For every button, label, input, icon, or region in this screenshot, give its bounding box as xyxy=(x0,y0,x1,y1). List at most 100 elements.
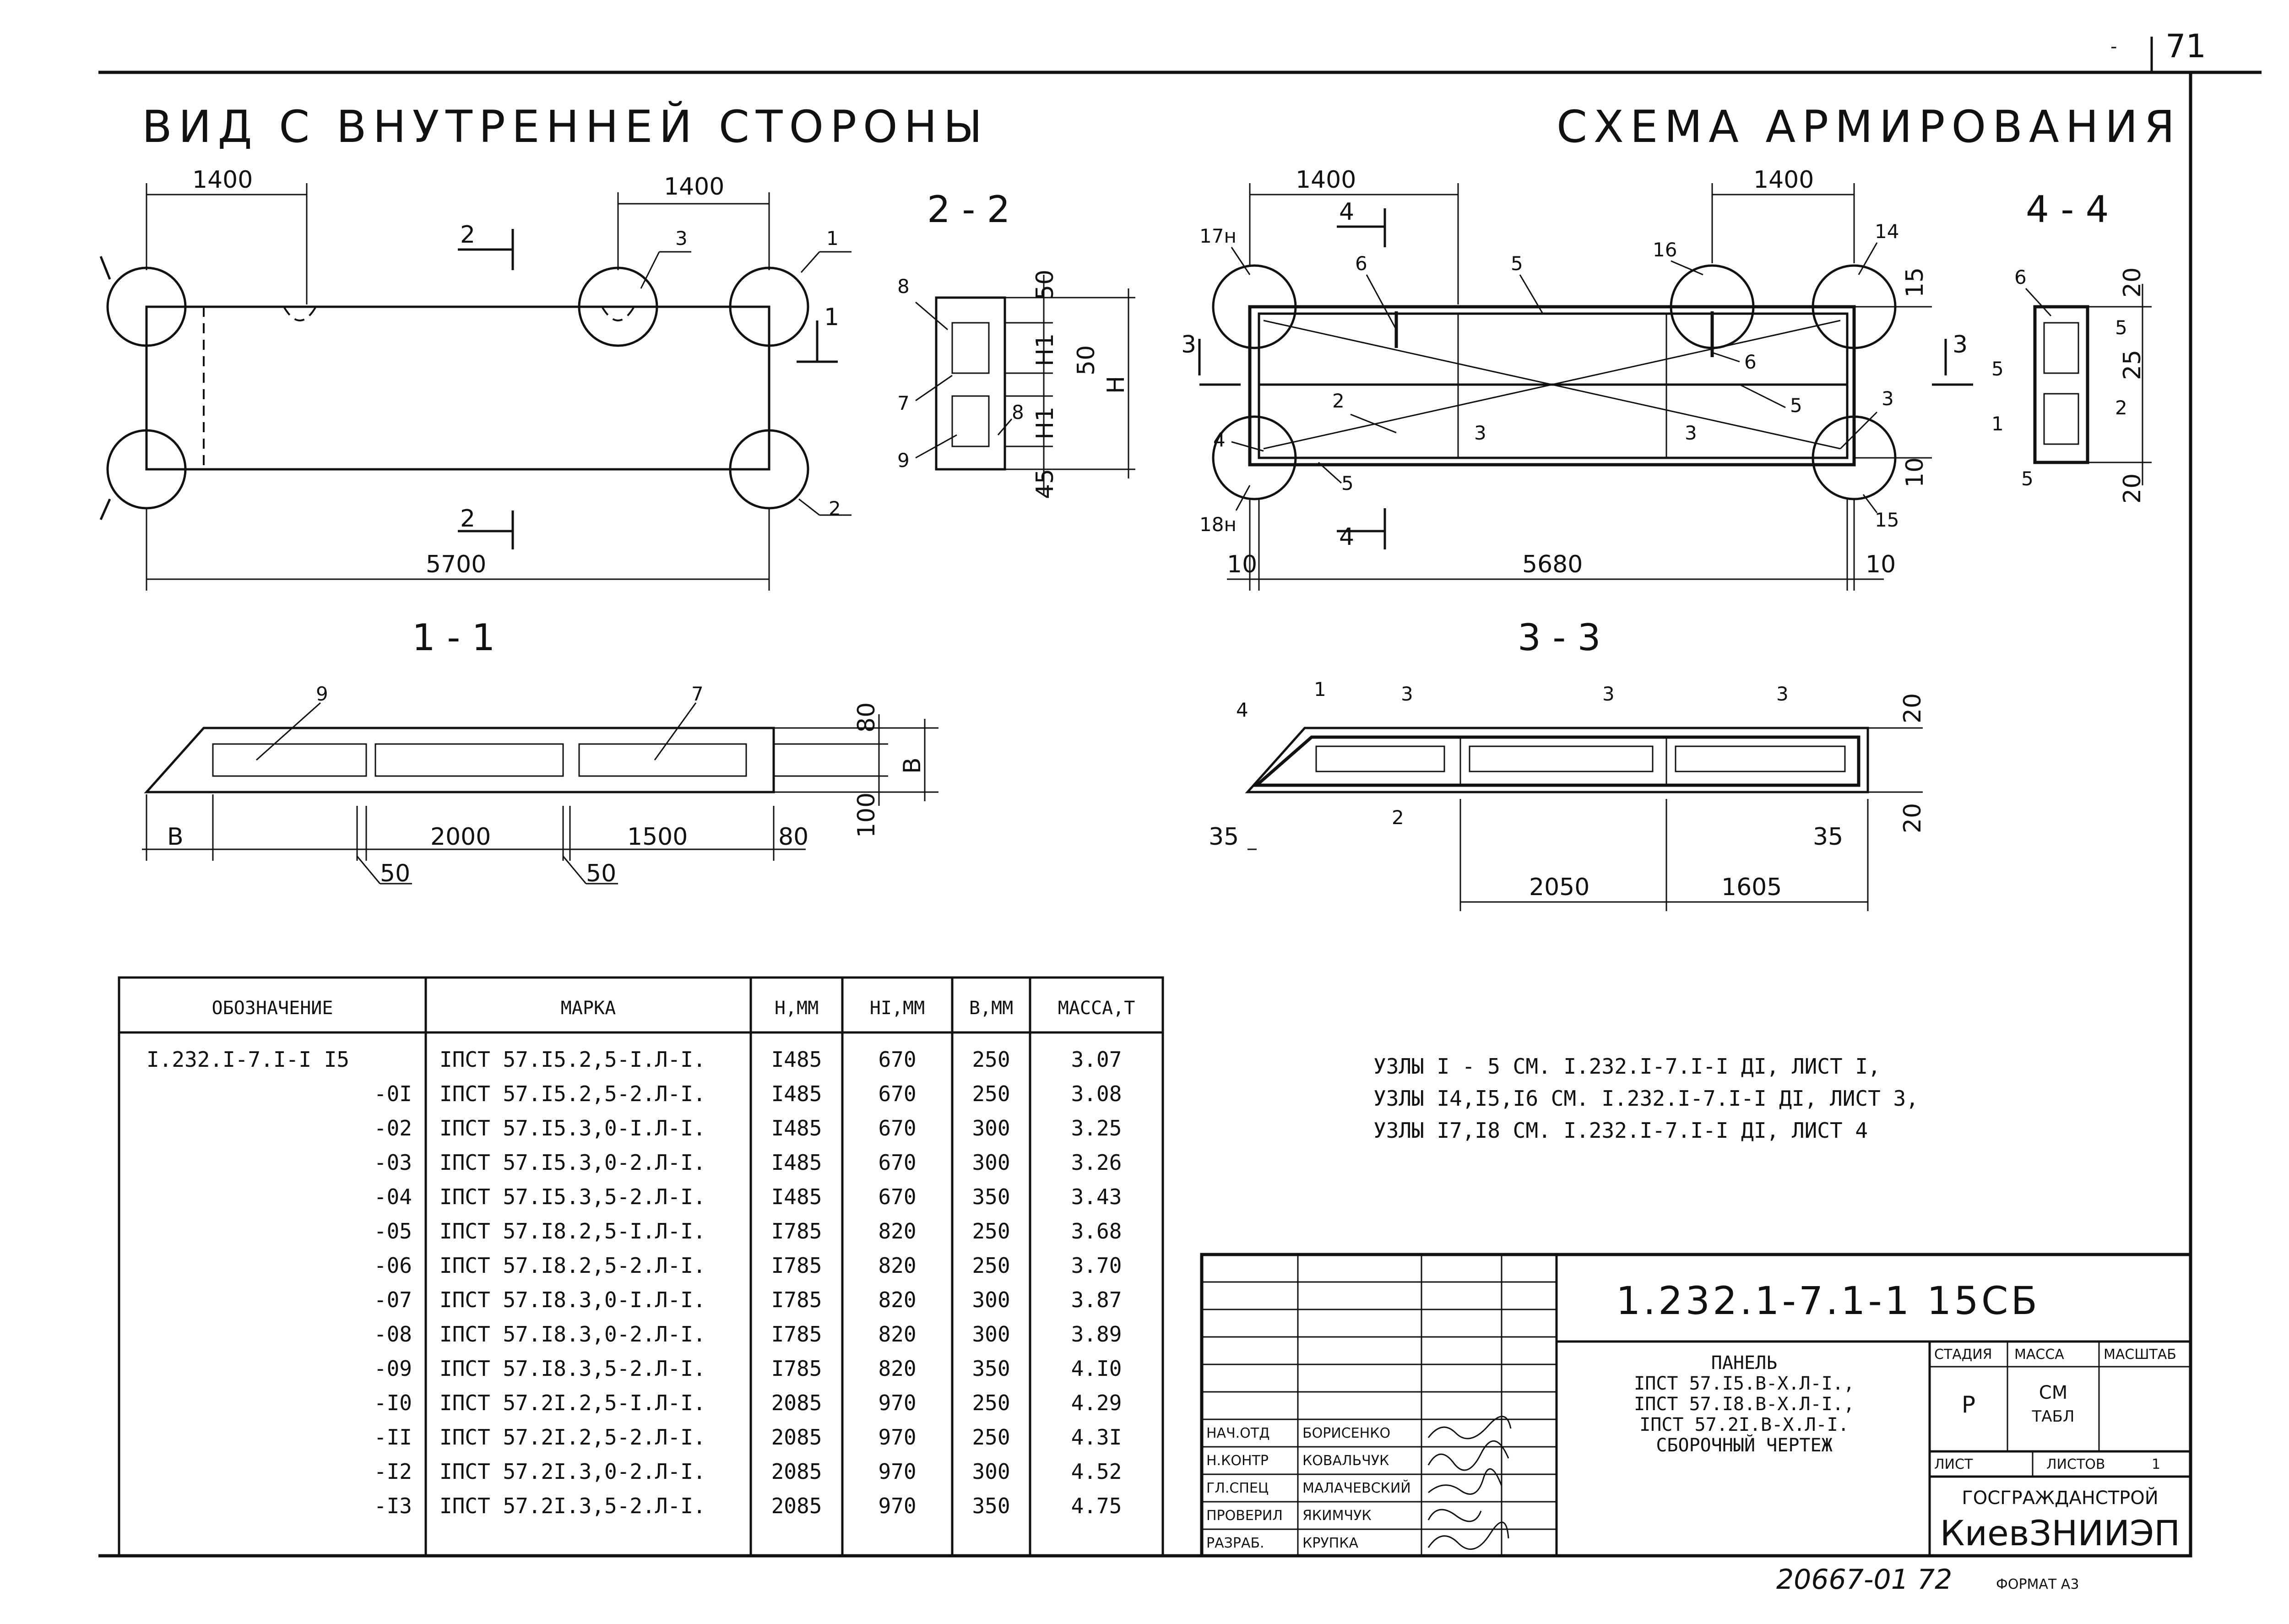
sheet-mark: 71 xyxy=(2165,27,2206,65)
table-cell: IПСТ 57.I5.3,5-2.Л-I. xyxy=(439,1184,706,1209)
org-ministry: ГОСГРАЖДАНСТРОЙ xyxy=(1962,1487,2158,1509)
signature-1 xyxy=(1427,1416,1512,1439)
table-cell: I485 xyxy=(771,1081,822,1106)
sec11-callout-9: 9 xyxy=(316,683,328,705)
table-cell: IПСТ 57.I8.3,0-2.Л-I. xyxy=(439,1322,706,1347)
role-5: РАЗРАБ. xyxy=(1206,1535,1264,1551)
signature-4 xyxy=(1427,1509,1482,1522)
table-cell: -09 xyxy=(374,1356,412,1381)
arm-callout-5c: 5 xyxy=(1341,472,1354,494)
table-cell: 300 xyxy=(972,1150,1010,1175)
title-line-1: ПАНЕЛЬ xyxy=(1711,1352,1778,1374)
table-cell: -I0 xyxy=(374,1390,412,1415)
sec33-callout-3a: 3 xyxy=(1401,683,1413,705)
signature-2 xyxy=(1427,1440,1509,1471)
arm-callout-6a: 6 xyxy=(1355,252,1367,275)
section-4-4-title: 4 - 4 xyxy=(2026,188,2109,231)
table-header-h1: НI,ММ xyxy=(870,998,925,1019)
sec22-callout-8b: 8 xyxy=(1012,401,1024,424)
table-cell: I485 xyxy=(771,1047,822,1072)
spec-table: ОБОЗНАЧЕНИЕ МАРКА Н,ММ НI,ММ В,ММ МАССА,… xyxy=(118,976,1164,1557)
table-cell: 820 xyxy=(878,1356,916,1381)
table-cell: 250 xyxy=(972,1425,1010,1450)
sec22-dim-h: H xyxy=(1102,376,1130,394)
mass-value-1: СМ xyxy=(2039,1382,2067,1403)
table-cell: 970 xyxy=(878,1459,916,1484)
table-cell: -I2 xyxy=(374,1459,412,1484)
sec33-callout-2: 2 xyxy=(1392,806,1404,829)
reinforcement-header: СХЕМА АРМИРОВАНИЯ xyxy=(1557,101,2181,152)
arm-callout-3a: 3 xyxy=(1882,387,1894,410)
sec11-dim-b-horizontal: B xyxy=(167,823,184,851)
sec33-dim-35b: 35 xyxy=(1813,823,1843,851)
table-cell: -II xyxy=(374,1425,412,1450)
table-cell: IПСТ 57.I5.2,5-I.Л-I. xyxy=(439,1047,706,1072)
sec11-dim-2000: 2000 xyxy=(430,823,491,851)
sec44-callout-2: 2 xyxy=(2115,396,2127,419)
org-institute: КиевЗНИИЭП xyxy=(1940,1513,2181,1553)
sec33-dim-2050: 2050 xyxy=(1529,874,1589,901)
table-cell: IПСТ 57.2I.3,0-2.Л-I. xyxy=(439,1459,706,1484)
title-line-5: СБОРОЧНЫЙ ЧЕРТЕЖ xyxy=(1656,1434,1832,1456)
table-cell: 350 xyxy=(972,1494,1010,1518)
table-cell: IПСТ 57.2I.3,5-2.Л-I. xyxy=(439,1494,706,1518)
sec33-dim-1605: 1605 xyxy=(1721,874,1782,901)
table-cell: 670 xyxy=(878,1081,916,1106)
table-header-mass: МАССА,Т xyxy=(1058,998,1135,1019)
arm-callout-5b: 5 xyxy=(1790,394,1802,417)
table-cell: I485 xyxy=(771,1116,822,1141)
sec22-dim-45: 45 xyxy=(1031,469,1059,499)
section-3-3: 3 - 3 20 20 35 35 2050 1605 4 1 3 3 3 2 xyxy=(1209,616,1926,911)
sec33-callout-3c: 3 xyxy=(1776,683,1789,705)
table-cell: -03 xyxy=(374,1150,412,1175)
arm-dim-10-left: 10 xyxy=(1227,551,1257,578)
table-cell: 3.87 xyxy=(1071,1287,1122,1312)
arm-cut-3-right: 3 xyxy=(1953,331,1968,358)
sec44-callout-5b: 5 xyxy=(2115,316,2127,339)
sec44-dim-25: 25 xyxy=(2119,350,2146,380)
arm-dim-1400-right: 1400 xyxy=(1753,166,1814,194)
table-cell: -08 xyxy=(374,1322,412,1347)
sec22-callout-7: 7 xyxy=(897,392,910,414)
table-cell: 350 xyxy=(972,1184,1010,1209)
table-cell: 970 xyxy=(878,1425,916,1450)
table-cell: 820 xyxy=(878,1219,916,1244)
name-3: МАЛАЧЕВСКИЙ xyxy=(1302,1480,1411,1496)
arm-dim-1400-left: 1400 xyxy=(1296,166,1356,194)
table-cell: 670 xyxy=(878,1047,916,1072)
sec11-callout-7: 7 xyxy=(691,683,704,705)
table-cell: I785 xyxy=(771,1219,822,1244)
dim-5700: 5700 xyxy=(426,551,486,578)
table-cell: IПСТ 57.2I.2,5-I.Л-I. xyxy=(439,1390,706,1415)
sec11-dim-80h: 80 xyxy=(778,823,808,851)
sec44-callout-1: 1 xyxy=(1991,413,2004,435)
section-1-1-title: 1 - 1 xyxy=(412,616,495,659)
role-1: НАЧ.ОТД xyxy=(1206,1425,1270,1441)
table-cell: 970 xyxy=(878,1494,916,1518)
signature-3 xyxy=(1428,1468,1502,1495)
arm-dim-10-right: 10 xyxy=(1866,551,1896,578)
table-header-h: Н,ММ xyxy=(775,998,819,1019)
sec11-dim-b: B xyxy=(899,757,926,774)
sec33-callout-1: 1 xyxy=(1314,678,1326,701)
arm-callout-14: 14 xyxy=(1875,220,1899,243)
table-cell: 4.29 xyxy=(1071,1390,1122,1415)
table-cell: 300 xyxy=(972,1322,1010,1347)
sec11-dim-100: 100 xyxy=(853,793,880,838)
arm-callout-16: 16 xyxy=(1653,239,1677,261)
sec22-dim-h1a: H1 xyxy=(1031,333,1059,366)
table-cell: 300 xyxy=(972,1287,1010,1312)
name-1: БОРИСЕНКО xyxy=(1302,1425,1390,1441)
table-cell: 250 xyxy=(972,1253,1010,1278)
table-cell: -02 xyxy=(374,1116,412,1141)
section-1-1: 1 - 1 80 B 100 B 2000 1500 80 50 50 9 7 xyxy=(142,616,938,887)
cut-1: 1 xyxy=(824,304,839,331)
table-header-b: В,ММ xyxy=(969,998,1013,1019)
table-cell: -05 xyxy=(374,1219,412,1244)
name-5: КРУПКА xyxy=(1302,1535,1359,1551)
table-cell: 670 xyxy=(878,1184,916,1209)
arm-cut-4-top: 4 xyxy=(1339,198,1354,226)
table-cell: IПСТ 57.I5.3,0-I.Л-I. xyxy=(439,1116,706,1141)
